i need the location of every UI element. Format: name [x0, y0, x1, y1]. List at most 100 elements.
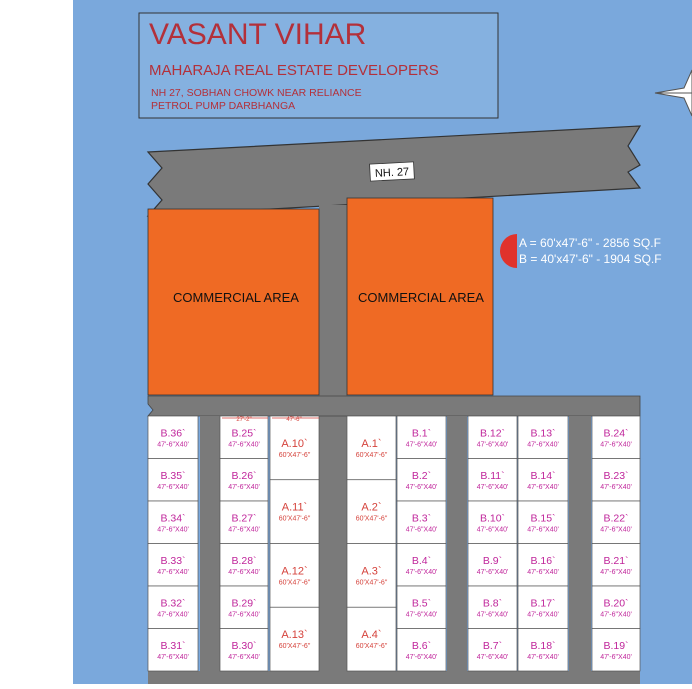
plot-cell — [219, 458, 269, 502]
plot-b30[interactable]: B.30`47'-6"X40' — [219, 628, 269, 672]
plot-b33[interactable]: B.33`47'-6"X40' — [147, 543, 199, 587]
plot-cell — [147, 500, 199, 544]
plot-number: B.8` — [483, 597, 502, 609]
plot-number: B.19` — [603, 640, 628, 652]
plot-size: 60'X47'-6" — [279, 643, 311, 650]
plot-number: B.21` — [603, 555, 628, 567]
plot-size: 47'-6"X40' — [157, 654, 189, 661]
plot-number: B.35` — [160, 470, 185, 482]
plot-size: 47'-6"X40' — [527, 484, 559, 491]
plot-a4[interactable]: A.4`60'X47'-6" — [346, 606, 397, 672]
plot-b5[interactable]: B.5`47'-6"X40' — [396, 585, 447, 629]
plot-cell — [147, 585, 199, 629]
plot-b17[interactable]: B.17`47'-6"X40' — [517, 585, 569, 629]
plot-b22[interactable]: B.22`47'-6"X40' — [591, 500, 641, 544]
plot-number: B.15` — [530, 512, 555, 524]
commercial-areas: COMMERCIAL AREA COMMERCIAL AREA — [147, 197, 494, 396]
plot-size: 47'-6"X40' — [228, 654, 260, 661]
plot-a11[interactable]: A.11`60'X47'-6" — [269, 479, 320, 544]
plot-size: 47'-6"X40' — [527, 526, 559, 533]
plot-b3[interactable]: B.3`47'-6"X40' — [396, 500, 447, 544]
plot-b7[interactable]: B.7`47'-6"X40' — [467, 628, 518, 672]
plot-b8[interactable]: B.8`47'-6"X40' — [467, 585, 518, 629]
plot-b27[interactable]: B.27`47'-6"X40' — [219, 500, 269, 544]
plot-b31[interactable]: B.31`47'-6"X40' — [147, 628, 199, 672]
plot-cell — [591, 458, 641, 502]
plot-number: B.26` — [231, 470, 256, 482]
plot-size: 47'-6"X40' — [228, 484, 260, 491]
plot-b24[interactable]: B.24`47'-6"X40' — [591, 415, 641, 459]
plot-cell — [591, 543, 641, 587]
plot-a1[interactable]: A.1`60'X47'-6" — [346, 415, 397, 481]
plot-size: 47'-6"X40' — [600, 526, 632, 533]
plot-b13[interactable]: B.13`47'-6"X40' — [517, 415, 569, 459]
plot-b11[interactable]: B.11` 47'-6"X40' — [467, 458, 518, 502]
dimension-top-right: 47'-6" — [286, 417, 301, 423]
plot-size: 60'X47'-6" — [279, 516, 311, 523]
lane-2 — [447, 416, 467, 684]
plot-cell — [517, 585, 569, 629]
plot-size: 47'-6"X40' — [527, 654, 559, 661]
plot-cell — [219, 585, 269, 629]
plot-b15[interactable]: B.15` 47'-6"X40' — [517, 500, 569, 544]
plot-a2[interactable]: A.2` 60'X47'-6" — [346, 479, 397, 544]
plot-b19[interactable]: B.19`47'-6"X40' — [591, 628, 641, 672]
project-title: VASANT VIHAR — [149, 18, 366, 51]
plot-cell — [591, 415, 641, 459]
plot-b9[interactable]: B.9`47'-6"X40' — [467, 543, 518, 587]
plot-a3[interactable]: A.3` 60'X47'-6" — [346, 543, 397, 608]
plot-number: B.4` — [412, 555, 431, 567]
plot-b34[interactable]: B.34`47'-6"X40' — [147, 500, 199, 544]
plot-b29[interactable]: B.29`47'-6"X40' — [219, 585, 269, 629]
plot-number: A.3` — [361, 565, 381, 577]
plot-size: 60'X47'-6" — [279, 452, 311, 459]
plot-b2[interactable]: B.2`47'-6"X40' — [396, 458, 447, 502]
plot-size: 60'X47'-6" — [279, 579, 311, 586]
plot-size: 47'-6"X40' — [157, 441, 189, 448]
plot-b6[interactable]: B.6`47'-6"X40' — [396, 628, 447, 672]
plot-b28[interactable]: B.28`47'-6"X40' — [219, 543, 269, 587]
plot-size: 47'-6"X40' — [406, 569, 438, 576]
plot-b1[interactable]: B.1`47'-6"X40' — [396, 415, 447, 459]
plot-b36[interactable]: B.36`47'-6"X40' — [147, 415, 199, 459]
plot-number: A.2` — [361, 502, 381, 514]
plot-b20[interactable]: B.20`47'-6"X40' — [591, 585, 641, 629]
plot-cell — [219, 500, 269, 544]
lane-1 — [200, 416, 220, 684]
plot-b21[interactable]: B.21`47'-6"X40' — [591, 543, 641, 587]
highway-label: NH. 27 — [375, 166, 410, 180]
plot-size: 47'-6"X40' — [157, 484, 189, 491]
plot-b12[interactable]: B.12`47'-6"X40' — [467, 415, 518, 459]
plot-b25[interactable]: B.25`47'-6"X40' — [219, 415, 269, 459]
plot-b14[interactable]: B.14`47'-6"X40' — [517, 458, 569, 502]
plot-a12[interactable]: A.12`60'X47'-6" — [269, 543, 320, 608]
plot-b16[interactable]: B.16`47'-6"X40' — [517, 543, 569, 587]
dimension-marks: 27'-2" 47'-6" — [222, 417, 319, 423]
plot-a10[interactable]: A.10`60'X47'-6" — [269, 415, 320, 481]
plot-b4[interactable]: B.4` 47'-6"X40' — [396, 543, 447, 587]
plot-size: 47'-6"X40' — [157, 569, 189, 576]
cross-road — [147, 395, 641, 417]
plot-cell — [346, 415, 397, 481]
plot-b23[interactable]: B.23`47'-6"X40' — [591, 458, 641, 502]
plot-size: 60'X47'-6" — [356, 579, 388, 586]
plot-cell — [147, 628, 199, 672]
plot-a13[interactable]: A.13`60'X47'-6" — [269, 606, 320, 672]
plot-number: B.11` — [480, 470, 504, 482]
title-block: VASANT VIHAR MAHARAJA REAL ESTATE DEVELO… — [138, 12, 499, 119]
plot-cell — [467, 500, 518, 544]
plot-number: A.4` — [361, 629, 381, 641]
plot-number: B.5` — [412, 597, 431, 609]
plot-size: 60'X47'-6" — [356, 516, 388, 523]
plot-b10[interactable]: B.10`47'-6"X40' — [467, 500, 518, 544]
plot-size: 47'-6"X40' — [477, 484, 509, 491]
plot-b32[interactable]: B.32`47'-6"X40' — [147, 585, 199, 629]
plot-size: 47'-6"X40' — [477, 654, 509, 661]
plot-b35[interactable]: B.35` 47'-6"X40' — [147, 458, 199, 502]
plot-cell — [269, 479, 320, 544]
plot-number: B.1` — [412, 427, 431, 439]
main-road-vertical — [319, 205, 347, 684]
plot-b18[interactable]: B.18`47'-6"X40' — [517, 628, 569, 672]
plot-b26[interactable]: B.26` 47'-6"X40' — [219, 458, 269, 502]
